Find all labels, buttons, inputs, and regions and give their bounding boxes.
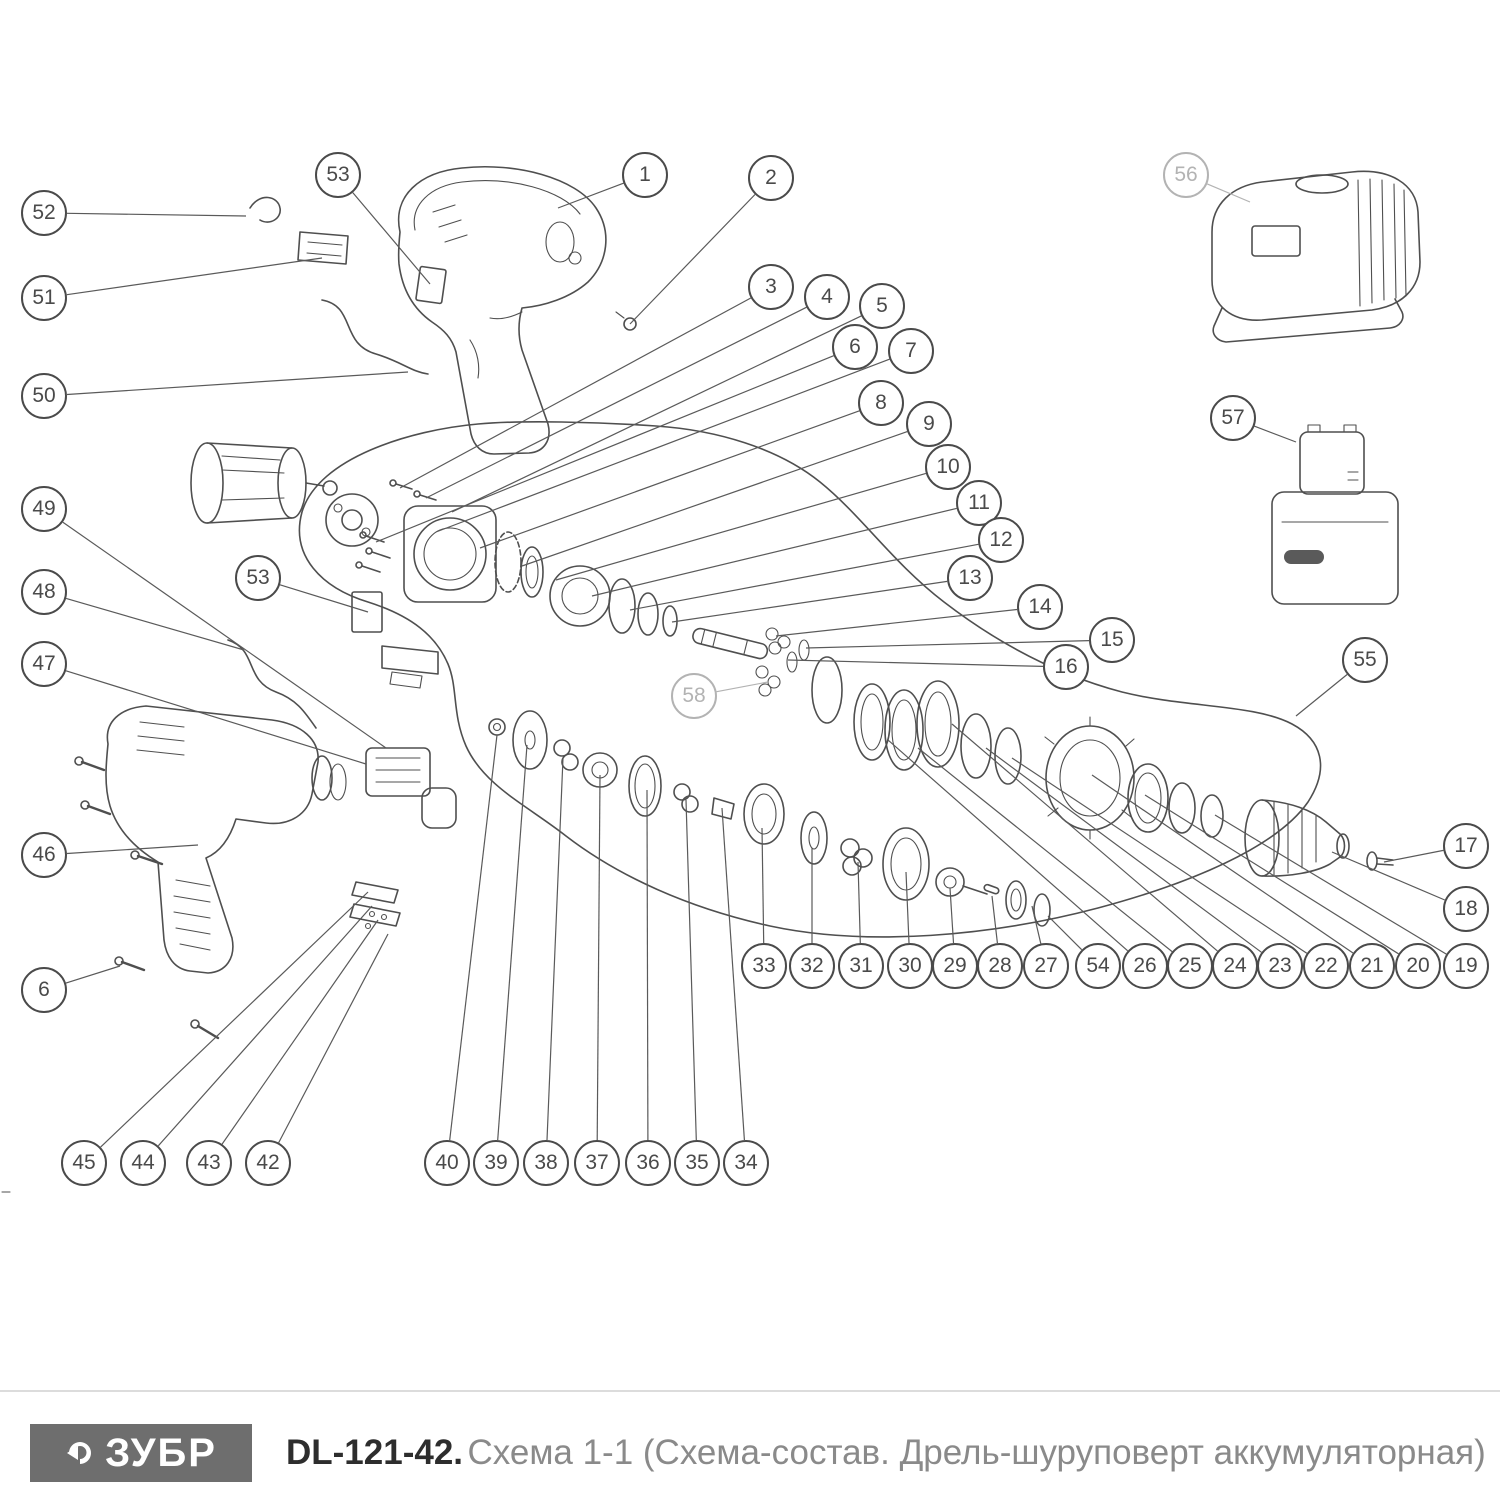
ring-washer	[520, 546, 544, 598]
leader-lines	[62, 182, 1447, 1148]
callout-28: 28	[977, 943, 1023, 989]
callout-6: 6	[21, 967, 67, 1013]
callout-6: 6	[832, 324, 878, 370]
footer: ЗУБР DL-121-42. Схема 1-1 (Схема-состав.…	[0, 1390, 1500, 1500]
callout-17: 17	[1443, 823, 1489, 869]
clutch-rings	[853, 680, 1022, 785]
foam-block-mid	[351, 591, 383, 633]
bracket-plate	[381, 645, 439, 689]
diagram-title-line: DL-121-42. Схема 1-1 (Схема-состав. Дрел…	[286, 1433, 1486, 1473]
callout-13: 13	[947, 555, 993, 601]
callout-44: 44	[120, 1140, 166, 1186]
contact-plate	[297, 231, 349, 265]
callout-26: 26	[1122, 943, 1168, 989]
callout-29: 29	[932, 943, 978, 989]
battery	[1271, 424, 1399, 605]
callout-53: 53	[235, 555, 281, 601]
switch-plates	[349, 881, 401, 930]
brand-logo-icon	[65, 1438, 95, 1468]
callout-8: 8	[858, 380, 904, 426]
envelope-outline	[298, 421, 1322, 938]
callout-35: 35	[674, 1140, 720, 1186]
front-housing	[1044, 716, 1135, 840]
diagram-title: Схема 1-1 (Схема-состав. Дрель-шуруповер…	[467, 1433, 1486, 1472]
forward-reverse-button	[615, 311, 637, 331]
callout-37: 37	[574, 1140, 620, 1186]
callout-52: 52	[21, 190, 67, 236]
chuck-screw	[1366, 851, 1394, 871]
callout-47: 47	[21, 641, 67, 687]
wire-clip	[249, 196, 281, 223]
callout-53: 53	[315, 152, 361, 198]
callout-46: 46	[21, 832, 67, 878]
gearbox-screws	[355, 479, 437, 573]
callout-38: 38	[523, 1140, 569, 1186]
callout-21: 21	[1349, 943, 1395, 989]
callout-10: 10	[925, 444, 971, 490]
callout-50: 50	[21, 373, 67, 419]
callout-15: 15	[1089, 617, 1135, 663]
drill-body	[105, 705, 347, 974]
callout-9: 9	[906, 401, 952, 447]
callout-58: 58	[671, 673, 717, 719]
wire-upper	[321, 299, 429, 375]
callout-31: 31	[838, 943, 884, 989]
callout-20: 20	[1395, 943, 1441, 989]
foam-block-top	[415, 265, 447, 305]
callout-14: 14	[1017, 584, 1063, 630]
callout-23: 23	[1257, 943, 1303, 989]
callout-34: 34	[723, 1140, 769, 1186]
callout-39: 39	[473, 1140, 519, 1186]
collar-rings	[1127, 763, 1224, 838]
callout-30: 30	[887, 943, 933, 989]
chuck	[1244, 799, 1350, 877]
callout-25: 25	[1167, 943, 1213, 989]
body-screws	[74, 756, 220, 1040]
callout-27: 27	[1023, 943, 1069, 989]
callout-42: 42	[245, 1140, 291, 1186]
callout-18: 18	[1443, 886, 1489, 932]
callout-5: 5	[859, 283, 905, 329]
callout-12: 12	[978, 517, 1024, 563]
callout-16: 16	[1043, 644, 1089, 690]
callout-51: 51	[21, 275, 67, 321]
callout-32: 32	[789, 943, 835, 989]
callout-45: 45	[61, 1140, 107, 1186]
callout-57: 57	[1210, 395, 1256, 441]
gasket-ring	[494, 531, 522, 593]
planet-gears-small	[755, 627, 791, 697]
callout-33: 33	[741, 943, 787, 989]
callout-2: 2	[748, 155, 794, 201]
callout-56: 56	[1163, 152, 1209, 198]
callout-22: 22	[1303, 943, 1349, 989]
callout-24: 24	[1212, 943, 1258, 989]
spring-washers	[786, 639, 810, 673]
housing-half-top	[397, 165, 607, 455]
callout-3: 3	[748, 264, 794, 310]
callout-43: 43	[186, 1140, 232, 1186]
callout-40: 40	[424, 1140, 470, 1186]
trigger-switch	[365, 747, 457, 829]
gearbox-housing	[403, 505, 497, 603]
wire-lower	[227, 639, 317, 729]
motor	[190, 442, 338, 524]
model-number: DL-121-42.	[286, 1433, 464, 1472]
callout-54: 54	[1075, 943, 1121, 989]
callout-55: 55	[1342, 637, 1388, 683]
callout-36: 36	[625, 1140, 671, 1186]
callout-48: 48	[21, 569, 67, 615]
callout-4: 4	[804, 274, 850, 320]
charger	[1211, 170, 1421, 343]
callout-49: 49	[21, 486, 67, 532]
brand-logo: ЗУБР	[30, 1424, 252, 1482]
brand-name: ЗУБР	[105, 1430, 217, 1475]
callout-19: 19	[1443, 943, 1489, 989]
spindle-shaft	[692, 627, 769, 660]
thin-ring	[811, 656, 843, 724]
gear-train	[488, 710, 1051, 927]
callout-1: 1	[622, 152, 668, 198]
callout-7: 7	[888, 328, 934, 374]
